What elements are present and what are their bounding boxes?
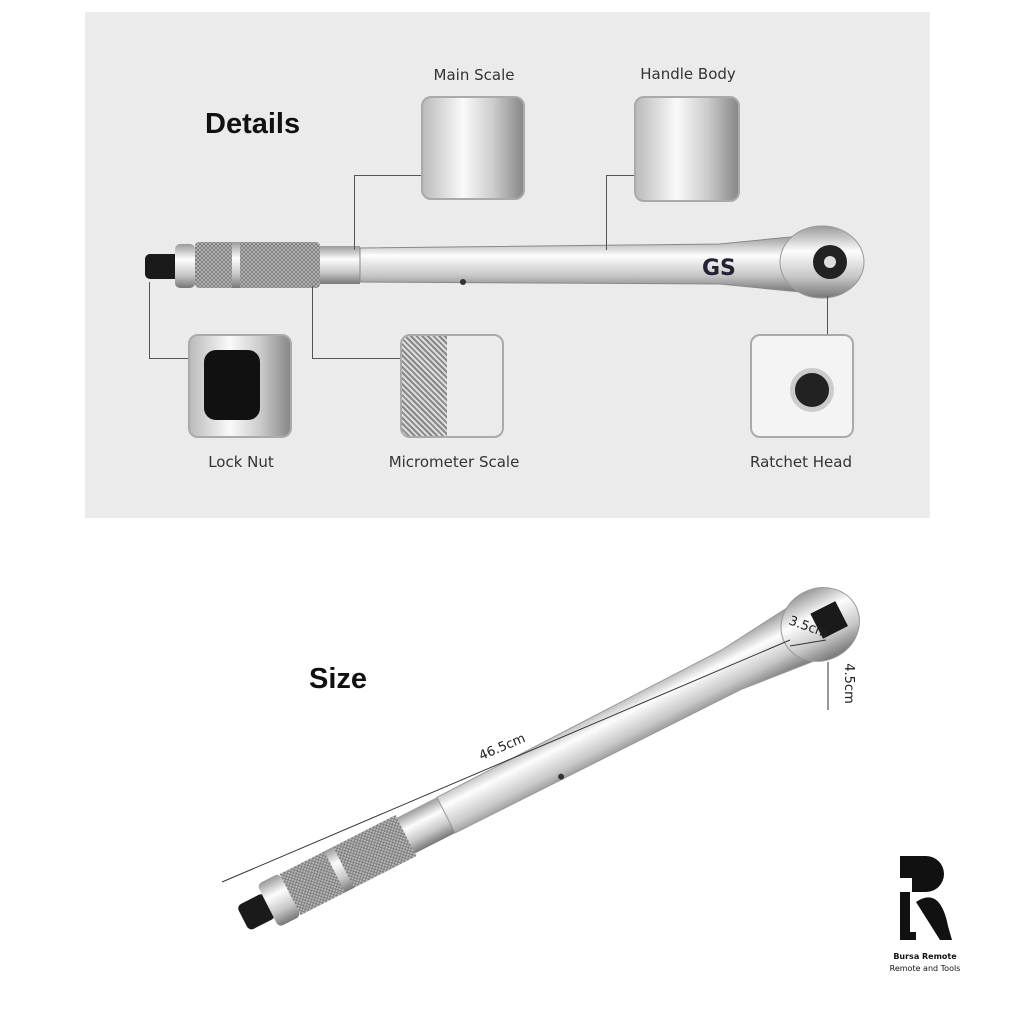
logo-name: Bursa Remote — [893, 952, 957, 961]
main-scale-closeup — [421, 96, 525, 200]
micrometer-scale-closeup — [400, 334, 504, 438]
ratchet-head-closeup — [750, 334, 854, 438]
label-ratchet-head: Ratchet Head — [749, 453, 853, 471]
top-wrench: GS — [145, 225, 865, 299]
size-heading: Size — [309, 663, 368, 695]
label-micrometer-scale: Micrometer Scale — [388, 453, 520, 471]
logo-mark — [900, 856, 952, 940]
svg-text:GS: GS — [702, 256, 736, 281]
head-height-dimension: 4.5cm — [840, 663, 856, 704]
bottom-wrench — [238, 587, 860, 930]
label-lock-nut: Lock Nut — [208, 453, 274, 471]
label-handle-body: Handle Body — [640, 65, 736, 83]
details-heading: Details — [205, 108, 301, 140]
lock-nut-closeup — [188, 334, 292, 438]
logo-tagline: Remote and Tools — [889, 964, 961, 973]
handle-body-closeup — [634, 96, 740, 202]
label-main-scale: Main Scale — [433, 66, 515, 84]
